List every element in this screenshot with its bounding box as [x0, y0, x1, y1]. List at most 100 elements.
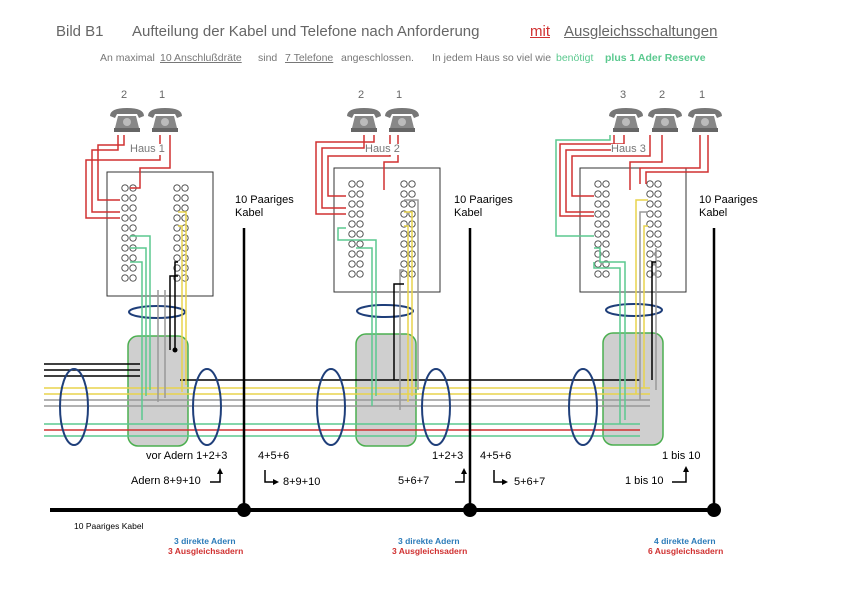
terminal-contact: [173, 244, 181, 252]
segment-2-ausgleich: 3 Ausgleichsadern: [392, 546, 468, 556]
terminal-contact: [646, 200, 654, 208]
terminal-contact: [408, 190, 416, 198]
terminal-contact: [173, 184, 181, 192]
cable-label-1-line1: 10 Paariges: [235, 194, 294, 206]
vertical-cables: [242, 228, 716, 510]
terminal-contact: [400, 240, 408, 248]
terminal-contact: [121, 194, 129, 202]
splice-box-3: [602, 332, 664, 446]
terminal-contact: [348, 230, 356, 238]
terminal-contact: [348, 240, 356, 248]
terminal-contact: [356, 270, 364, 278]
terminal-contact: [129, 214, 137, 222]
terminal-contact: [646, 230, 654, 238]
label-1bis10-a: 1 bis 10: [662, 450, 701, 462]
terminal-contact: [348, 200, 356, 208]
cable-label-2-line1: 10 Paariges: [454, 194, 513, 206]
terminal-contact: [173, 254, 181, 262]
terminal-contact: [121, 254, 129, 262]
terminal-contact: [356, 210, 364, 218]
phone-number: 2: [659, 89, 666, 101]
segment-1-ausgleich: 3 Ausgleichsadern: [168, 546, 244, 556]
label-adern-8910: Adern 8+9+10: [131, 475, 201, 487]
terminal-contact: [356, 230, 364, 238]
terminal-contact: [408, 180, 416, 188]
house-3-wires: [555, 135, 709, 424]
terminal-contact: [594, 180, 602, 188]
house-1-wires: [85, 135, 187, 420]
phone-number: 2: [358, 89, 365, 101]
terminal-contact: [173, 234, 181, 242]
phone-number: 1: [699, 89, 706, 101]
terminal-contact: [602, 230, 610, 238]
arrowheads: [217, 466, 689, 485]
terminal-contact: [173, 214, 181, 222]
house-label-2: Haus 2: [365, 143, 400, 155]
terminal-contact: [121, 184, 129, 192]
terminal-contact: [356, 220, 364, 228]
house-label-1: Haus 1: [130, 143, 165, 155]
terminal-contact: [181, 204, 189, 212]
terminal-contact: [181, 274, 189, 282]
label-1bis10-b: 1 bis 10: [625, 475, 664, 487]
label-vor-adern: vor Adern 1+2+3: [146, 450, 228, 462]
terminal-contact: [654, 200, 662, 208]
phone-number: 1: [396, 89, 403, 101]
terminal-contact: [602, 200, 610, 208]
label-8910-red: 8+9+10: [283, 476, 321, 488]
subtitle-sind: sind: [258, 52, 278, 64]
terminal-contact: [348, 250, 356, 258]
cable-label-1-line2: Kabel: [235, 207, 264, 219]
terminal-contact: [646, 190, 654, 198]
terminal-contact: [602, 220, 610, 228]
terminal-contact: [594, 240, 602, 248]
title-mit: mit: [530, 23, 550, 40]
house-label-3: Haus 3: [611, 143, 646, 155]
terminal-contact: [348, 190, 356, 198]
terminal-contact: [646, 210, 654, 218]
segment-1-direct: 3 direkte Adern: [174, 536, 236, 546]
terminal-contact: [654, 190, 662, 198]
terminal-contact: [594, 210, 602, 218]
terminal-contact: [594, 200, 602, 208]
terminal-contact: [646, 220, 654, 228]
terminal-contact: [181, 214, 189, 222]
figure-label: Bild B1: [56, 23, 104, 40]
terminal-contact: [654, 220, 662, 228]
label-456-a: 4+5+6: [258, 450, 290, 462]
terminal-contact: [121, 224, 129, 232]
terminal-contact: [121, 234, 129, 242]
phone-number: 3: [620, 89, 627, 101]
terminal-contact: [654, 210, 662, 218]
terminal-contact: [348, 270, 356, 278]
terminal-contact: [181, 194, 189, 202]
subtitle-angeschlossen: angeschlossen.: [341, 52, 414, 64]
terminal-contact: [129, 224, 137, 232]
bottom-cable-label: 10 Paariges Kabel: [74, 521, 144, 531]
terminal-contact: [181, 264, 189, 272]
arrows: [210, 470, 687, 483]
phones-house-1: [110, 108, 182, 132]
terminal-contact: [602, 180, 610, 188]
terminal-contact: [594, 190, 602, 198]
terminal-contact: [400, 230, 408, 238]
terminal-contact: [121, 244, 129, 252]
terminal-contact: [348, 210, 356, 218]
subtitle-haus-text: In jedem Haus so viel wie: [432, 52, 552, 64]
terminal-contact: [181, 184, 189, 192]
terminal-contact: [348, 220, 356, 228]
terminal-contact: [602, 270, 610, 278]
cable-label-3-line1: 10 Paariges: [699, 194, 758, 206]
cable-sleeves: [59, 303, 663, 446]
main-bundle-wires: [44, 363, 650, 437]
terminal-contact: [356, 250, 364, 258]
terminal-contact: [400, 270, 408, 278]
terminal-contact: [594, 270, 602, 278]
subtitle-plus: plus 1 Ader Reserve: [605, 52, 706, 64]
terminal-contact: [356, 240, 364, 248]
terminal-contact: [602, 210, 610, 218]
phone-number: 1: [159, 89, 166, 101]
segment-2-direct: 3 direkte Adern: [398, 536, 460, 546]
terminal-contact: [646, 240, 654, 248]
